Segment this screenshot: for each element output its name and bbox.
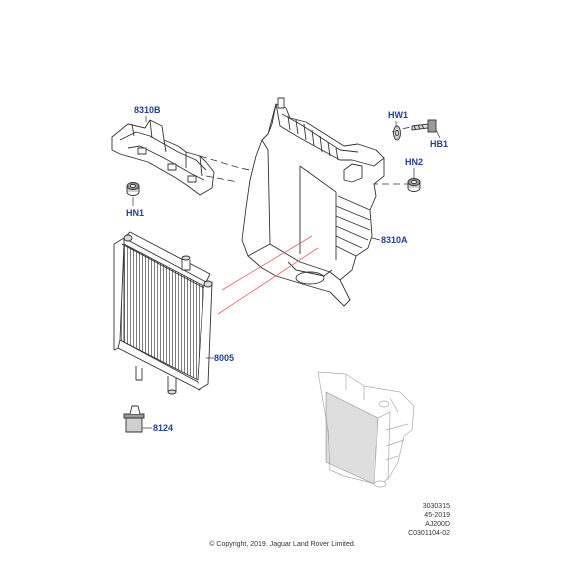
callout-hn2[interactable]: HN2: [405, 157, 424, 167]
reference-line-1: 3030315: [422, 503, 450, 510]
callout-hw1[interactable]: HW1: [388, 110, 408, 120]
locator-inset: [317, 371, 415, 488]
callout-8310a[interactable]: 8310A: [381, 235, 408, 245]
air-duct-housing-part: [241, 97, 385, 307]
callout-hn1[interactable]: HN1: [126, 208, 145, 218]
nut-hn2-part: [407, 178, 421, 192]
upper-bracket-part: [111, 119, 215, 196]
callout-leader-lines: [132, 116, 441, 429]
reference-line-4: C0301104-02: [408, 530, 450, 537]
reference-line-2: 45-2019: [424, 512, 450, 519]
reference-line-3: AJ200D: [425, 521, 450, 528]
radiator-core-part: [113, 231, 213, 395]
isolator-8124-part: [123, 405, 145, 433]
copyright-notice: © Copyright, 2019. Jaguar Land Rover Lim…: [209, 541, 356, 548]
callout-8005[interactable]: 8005: [214, 353, 235, 363]
nut-hn1-part: [126, 182, 140, 196]
callout-hb1[interactable]: HB1: [430, 139, 449, 149]
direction-indicator-lines: [217, 235, 319, 315]
bolt-hb1-part: [411, 119, 437, 133]
callout-8124[interactable]: 8124: [153, 423, 174, 433]
callout-8310b[interactable]: 8310B: [134, 105, 161, 115]
washer-hw1-part: [393, 125, 401, 141]
